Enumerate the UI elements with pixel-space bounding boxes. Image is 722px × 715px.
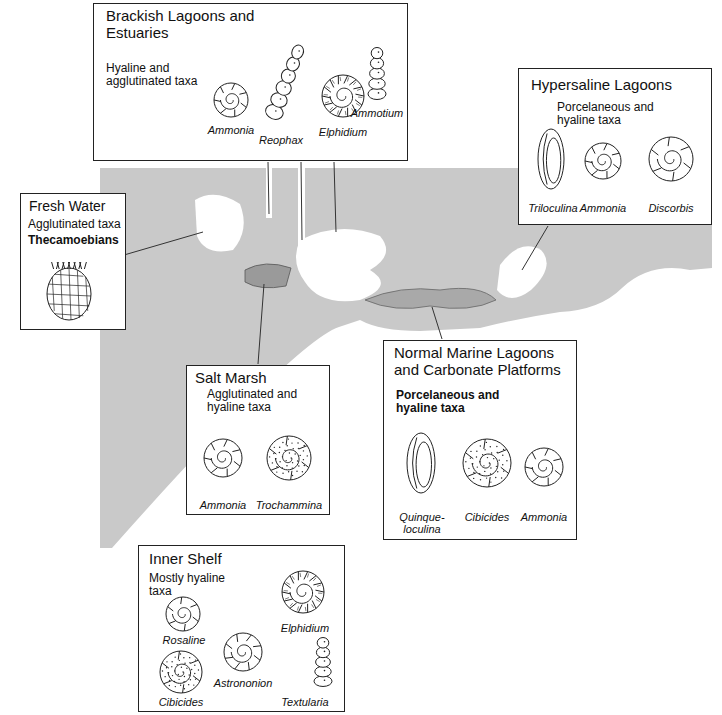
leader-line [124, 232, 203, 255]
foram-oval [407, 433, 435, 493]
taxon-name: Elphidium [319, 126, 367, 138]
foram-chain [368, 47, 386, 99]
foram-theca [47, 262, 91, 320]
land-area [100, 168, 712, 548]
box-heading: Hypersaline Lagoons [531, 77, 672, 94]
box-heading: Brackish Lagoons and Estuaries [106, 8, 284, 42]
environment-box: Brackish Lagoons and EstuariesHyaline an… [93, 3, 408, 161]
environment-box: Salt MarshAgglutinated and hyaline taxaA… [186, 365, 330, 515]
box-heading: Fresh Water [29, 199, 106, 215]
taxa-note: Mostly hyaline taxa [149, 572, 239, 599]
taxa-note: Agglutinated and hyaline taxa [207, 388, 319, 415]
taxon-name: Trochammina [256, 499, 322, 511]
environment-box: Inner ShelfMostly hyaline taxaRosaline El… [138, 545, 345, 712]
taxon-name: Triloculina [528, 202, 577, 214]
taxa-note: Porcelaneous and hyaline taxa [557, 101, 661, 128]
taxon-name: Ammonia [580, 202, 626, 214]
taxa-note: Agglutinated taxa [28, 218, 121, 231]
taxon-name: Reophax [259, 134, 303, 146]
leader-line [258, 284, 264, 364]
foram-chain [314, 638, 332, 687]
foram-spiral [585, 143, 621, 179]
taxa-note: Thecamoebians [28, 234, 119, 247]
foram-spiral [214, 83, 248, 117]
foram-spiral [267, 436, 311, 480]
leader-line [268, 162, 269, 214]
taxa-note: Hyaline and agglutinated taxa [106, 62, 210, 89]
foram-chain [263, 43, 305, 122]
foram-spiral [525, 448, 563, 486]
box-heading: Inner Shelf [149, 551, 222, 568]
foram-spiral [204, 439, 242, 477]
taxon-name: Ammonia [208, 124, 254, 136]
taxon-name: Elphidium [281, 622, 329, 634]
brackish-lagoon [296, 229, 386, 301]
hypersaline-lagoon [497, 246, 547, 298]
environment-box: Normal Marine Lagoons and Carbonate Plat… [383, 340, 577, 540]
taxa-note: Porcelaneous and hyaline taxa [396, 389, 508, 416]
leader-lines [124, 162, 548, 364]
taxon-name: Rosaline [163, 634, 206, 646]
taxon-name: Ammonia [521, 511, 567, 523]
taxon-name: Astrononion [214, 677, 273, 689]
taxon-name: Cibicides [465, 511, 510, 523]
box-heading: Normal Marine Lagoons and Carbonate Plat… [394, 345, 572, 379]
leader-line [522, 226, 548, 270]
fresh-water-lake [195, 195, 244, 252]
box-heading: Salt Marsh [195, 370, 267, 387]
leader-line [301, 162, 302, 240]
foram-spiral [463, 439, 511, 487]
taxon-name: Discorbis [648, 202, 693, 214]
taxon-name: Ammonia [200, 499, 246, 511]
foraminifera-illustration [21, 194, 124, 331]
environment-box: Fresh WaterAgglutinated taxaThecamoebian… [20, 193, 126, 330]
leader-line [334, 162, 336, 232]
leader-line [432, 307, 442, 339]
foram-oval [538, 129, 564, 189]
barrier-island [365, 288, 496, 308]
salt-marsh-patch [245, 264, 291, 288]
foram-spiral [649, 137, 693, 181]
taxon-name: Quinque- loculina [392, 511, 452, 536]
foram-spiral [282, 571, 324, 613]
taxon-name: Ammotium [351, 107, 404, 119]
taxon-name: Cibicides [159, 696, 204, 708]
environment-box: Hypersaline LagoonsPorcelaneous and hyal… [518, 68, 712, 225]
taxon-name: Textularia [281, 696, 328, 708]
foram-spiral [160, 651, 202, 693]
foram-spiral [166, 597, 200, 631]
foram-spiral [224, 633, 262, 671]
